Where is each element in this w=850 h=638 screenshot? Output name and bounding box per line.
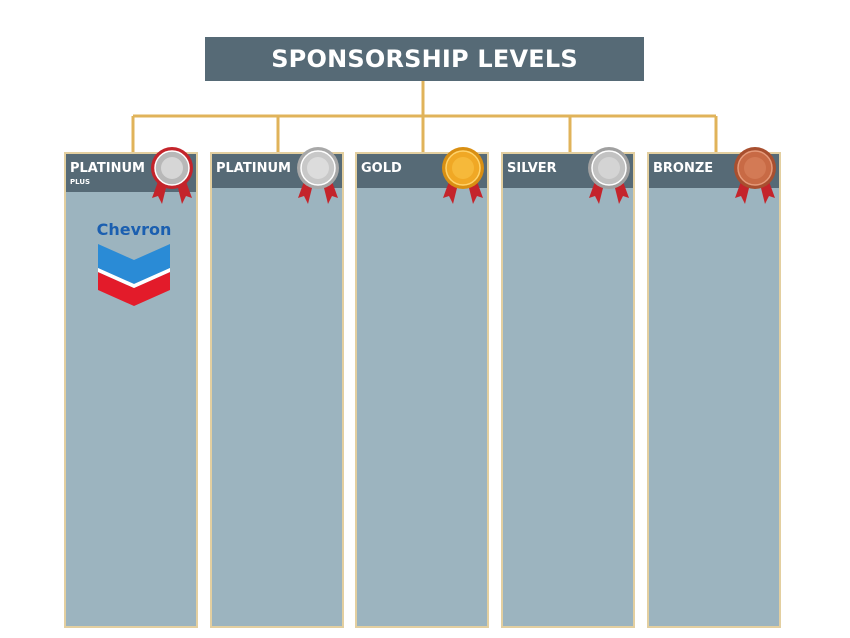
platinum-plus-medal-icon [151,147,193,204]
level-label: GOLD [361,161,402,176]
level-label: PLATINUM [70,161,145,176]
level-column-silver: SILVER [501,147,635,628]
silver-medal-icon [588,147,630,204]
page-title: SPONSORSHIP LEVELS [205,37,644,81]
level-column-gold: GOLD [355,147,489,628]
level-column-bronze: BRONZE [647,147,781,628]
chevron-logo: Chevron [94,220,174,306]
level-label: SILVER [507,161,557,176]
bronze-medal-icon [734,147,776,204]
level-column-platinum-plus: PLATINUM PLUS Chevron [64,147,198,628]
gold-medal-icon [442,147,484,204]
level-label: BRONZE [653,161,714,176]
level-column-platinum: PLATINUM [210,147,344,628]
sponsor-name: Chevron [96,220,172,239]
platinum-medal-icon [297,147,339,204]
level-label: PLATINUM [216,161,291,176]
level-sublabel: PLUS [70,178,91,186]
